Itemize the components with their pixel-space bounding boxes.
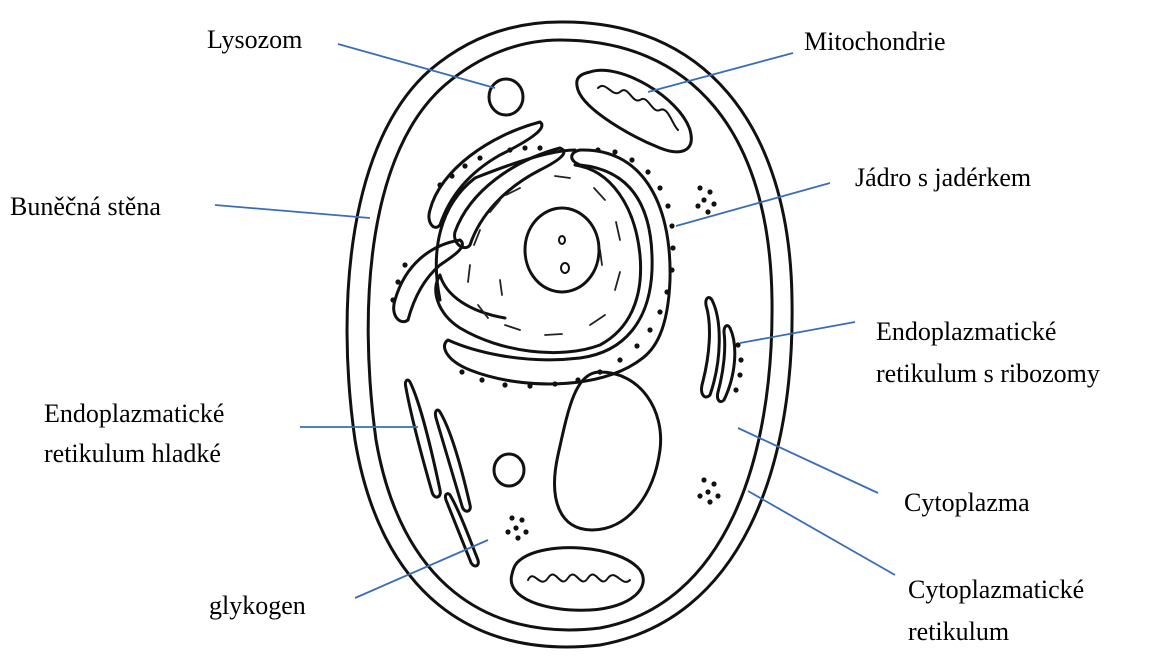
mitochondrion-top	[577, 70, 692, 152]
rough-er-strand-2	[455, 148, 564, 248]
nucleolus	[525, 208, 599, 292]
smooth-er	[405, 380, 478, 566]
leader-er-ribozomy	[740, 322, 855, 343]
label-mitochondrie: Mitochondrie	[804, 24, 946, 60]
glycogen-cluster-upper	[695, 185, 716, 214]
nucleoplasm-dashes	[468, 176, 620, 335]
leader-cytoplazma	[738, 428, 878, 493]
label-bunecna-stena: Buněčná stěna	[10, 189, 161, 225]
label-er-hladke-line2: retikulum hladké	[44, 436, 221, 472]
mitochondrion-bottom	[511, 548, 643, 611]
label-cytoplazmaticke-line1: Cytoplazmatické	[908, 572, 1084, 608]
vacuole	[555, 372, 661, 530]
label-jadro: Jádro s jadérkem	[855, 160, 1031, 196]
glycogen-cluster-lower	[505, 515, 528, 540]
label-cytoplazmaticke-line2: retikulum	[908, 614, 1009, 650]
label-lysozom: Lysozom	[207, 22, 302, 58]
nuclear-envelope-inner	[436, 165, 641, 353]
cell-membrane-inner	[368, 40, 772, 630]
label-er-ribozomy-line1: Endoplazmatické	[876, 314, 1056, 350]
leader-bunecna-stena	[215, 205, 370, 218]
rough-er-strand-3	[394, 240, 463, 322]
lysosome-lower	[494, 454, 524, 486]
lysosome-top	[489, 79, 523, 115]
label-er-hladke-line1: Endoplazmatické	[44, 396, 224, 432]
label-glykogen: glykogen	[209, 588, 306, 624]
label-er-ribozomy-line2: retikulum s ribozomy	[876, 356, 1100, 392]
glycogen-cluster-right	[697, 477, 720, 504]
label-cytoplazma: Cytoplazma	[904, 485, 1030, 521]
leader-cytoplazmaticke	[748, 491, 895, 575]
nuclear-envelope-outer	[444, 150, 670, 384]
rough-er-right	[702, 298, 744, 402]
